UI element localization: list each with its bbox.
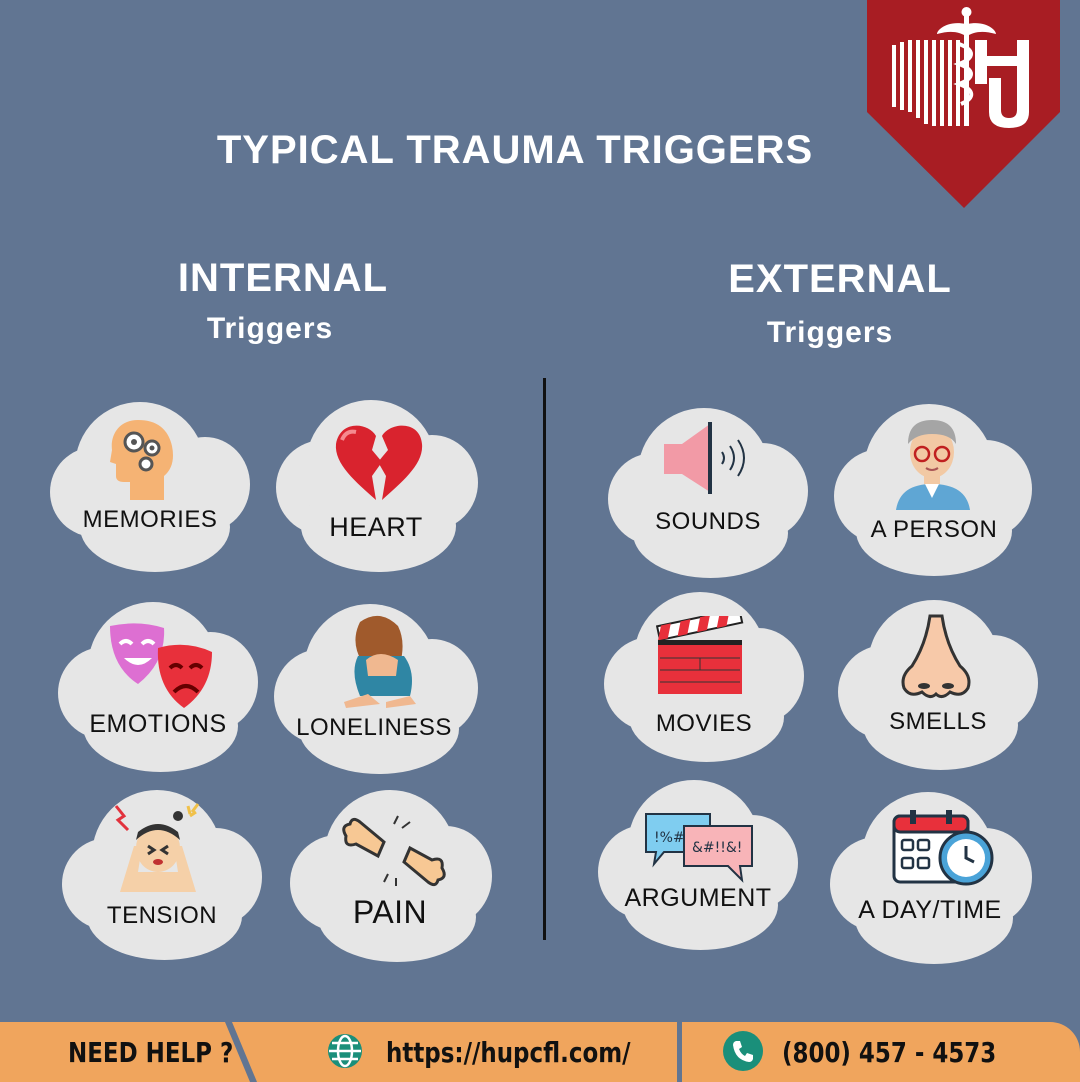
phone-number[interactable]: (800) 457 - 4573 [782,1036,997,1069]
internal-heading: INTERNAL [177,256,389,300]
calendar-clock-icon [892,808,996,893]
trigger-a-person: A PERSON [834,404,1034,576]
need-help-text: NEED HELP ? [68,1036,234,1069]
trigger-pain: PAIN [290,790,492,962]
brand-logo[interactable] [867,0,1060,208]
website-link[interactable]: https://hupcfl.com/ [386,1036,631,1069]
trigger-smells: SMELLS [838,600,1038,770]
old-person-icon [892,414,974,515]
trigger-argument: !%# &#!!&! ARGUMENT [598,780,798,950]
trigger-a-day-time: A DAY/TIME [830,792,1032,964]
nose-icon [898,614,974,705]
trigger-movies: MOVIES [604,592,804,762]
trigger-label: MEMORIES [82,506,218,533]
broken-bone-icon [338,814,450,895]
bubble-left-text: !%# [654,830,685,846]
phone-icon [722,1030,764,1077]
trigger-tension: TENSION [62,790,262,960]
clapperboard-icon [655,607,746,701]
trigger-heart: HEART [276,400,478,572]
internal-subheading: Triggers [206,312,334,345]
globe-icon [326,1032,364,1075]
bubble-right-text: &#!!&! [692,840,742,856]
trigger-label: MOVIES [655,710,753,737]
trigger-label: A DAY/TIME [858,896,1002,924]
website-banner[interactable] [232,1022,677,1082]
trigger-label: EMOTIONS [89,710,227,738]
speaker-icon [660,418,750,503]
trigger-label: ARGUMENT [624,884,772,912]
external-subheading: Triggers [766,316,894,349]
page-title: TYPICAL TRAUMA TRIGGERS [216,128,814,172]
broken-heart-icon [332,420,426,507]
speech-bubbles-icon: !%# &#!!&! [644,812,756,889]
trigger-loneliness: LONELINESS [274,604,478,774]
trigger-label: SMELLS [889,708,987,735]
trigger-label: HEART [329,512,423,542]
external-heading: EXTERNAL [728,257,952,301]
column-divider [543,378,546,940]
head-gears-icon [108,416,178,507]
trigger-label: TENSION [106,902,218,929]
trigger-memories: MEMORIES [50,402,250,572]
trigger-sounds: SOUNDS [608,408,808,578]
stressed-man-icon [110,802,206,897]
trigger-label: PAIN [352,894,428,930]
crying-woman-icon [340,612,420,713]
trigger-label: SOUNDS [655,508,761,535]
trigger-emotions: EMOTIONS [58,602,258,772]
theater-masks-icon [108,622,216,713]
trigger-label: LONELINESS [296,714,452,741]
trigger-label: A PERSON [870,516,998,543]
need-help-banner [0,1022,250,1082]
